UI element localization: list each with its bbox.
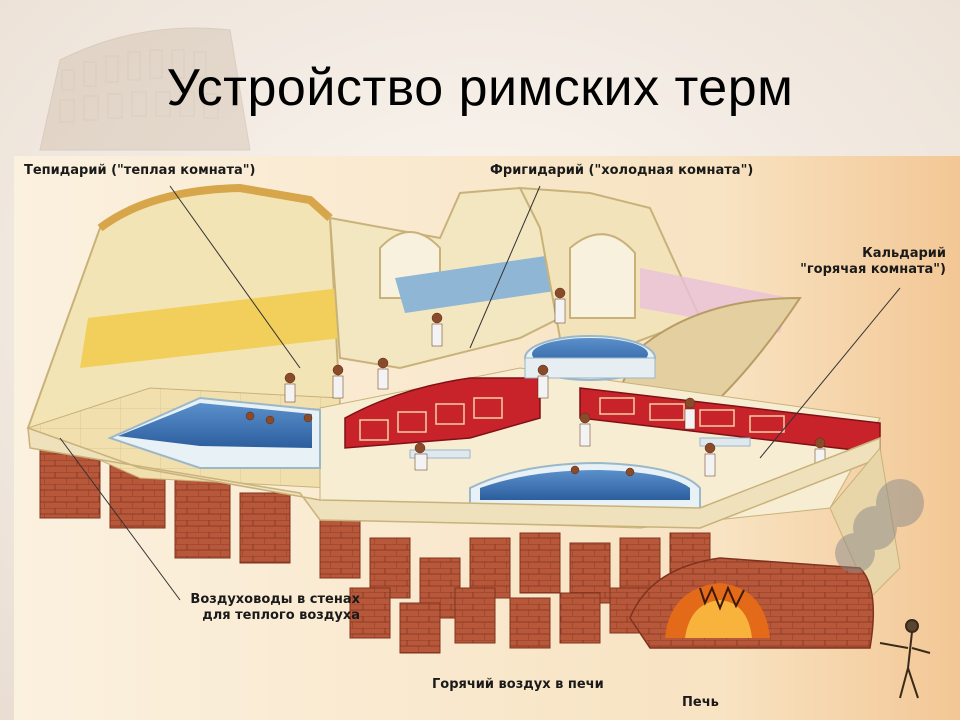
label-air-ducts-line1: Воздуховоды в стенах (190, 592, 360, 607)
bench-2 (699, 437, 751, 447)
slide-title: Устройство римских терм (166, 59, 794, 117)
red-wall-panels (359, 397, 785, 441)
hypocaust-brick-pillars (39, 447, 711, 654)
label-caldarium: Кальдарий "горячая комната") (800, 246, 946, 278)
bench-1 (409, 449, 471, 459)
stoker-figure (879, 619, 931, 699)
label-frigidarium: Фригидарий ("холодная комната") (490, 163, 754, 178)
tepidarium-wall-top-edge (97, 183, 333, 232)
tepidarium-pool (107, 396, 321, 469)
colosseum-watermark (39, 27, 251, 151)
frigidarium-arch (569, 233, 636, 319)
caldarium-wall (618, 296, 802, 400)
label-hot-air: Горячий воздух в печи (432, 677, 604, 692)
red-wall-central (344, 377, 541, 449)
furnace (629, 557, 875, 649)
label-tepidarium: Тепидарий ("теплая комната") (24, 163, 256, 178)
leader-lines (59, 185, 901, 601)
label-air-ducts: Воздуховоды в стенах для теплого воздуха (140, 592, 360, 624)
label-caldarium-line1: Кальдарий (862, 246, 946, 261)
frigidarium-pool (524, 335, 656, 381)
bathers (245, 287, 826, 477)
tepidarium-yellow-band (80, 288, 342, 368)
roman-baths-diagram (14, 156, 960, 720)
label-furnace: Печь (682, 695, 719, 710)
label-caldarium-line2: "горячая комната") (800, 262, 946, 277)
label-air-ducts-line2: для теплого воздуха (202, 608, 360, 623)
furnace-smoke (835, 479, 924, 573)
